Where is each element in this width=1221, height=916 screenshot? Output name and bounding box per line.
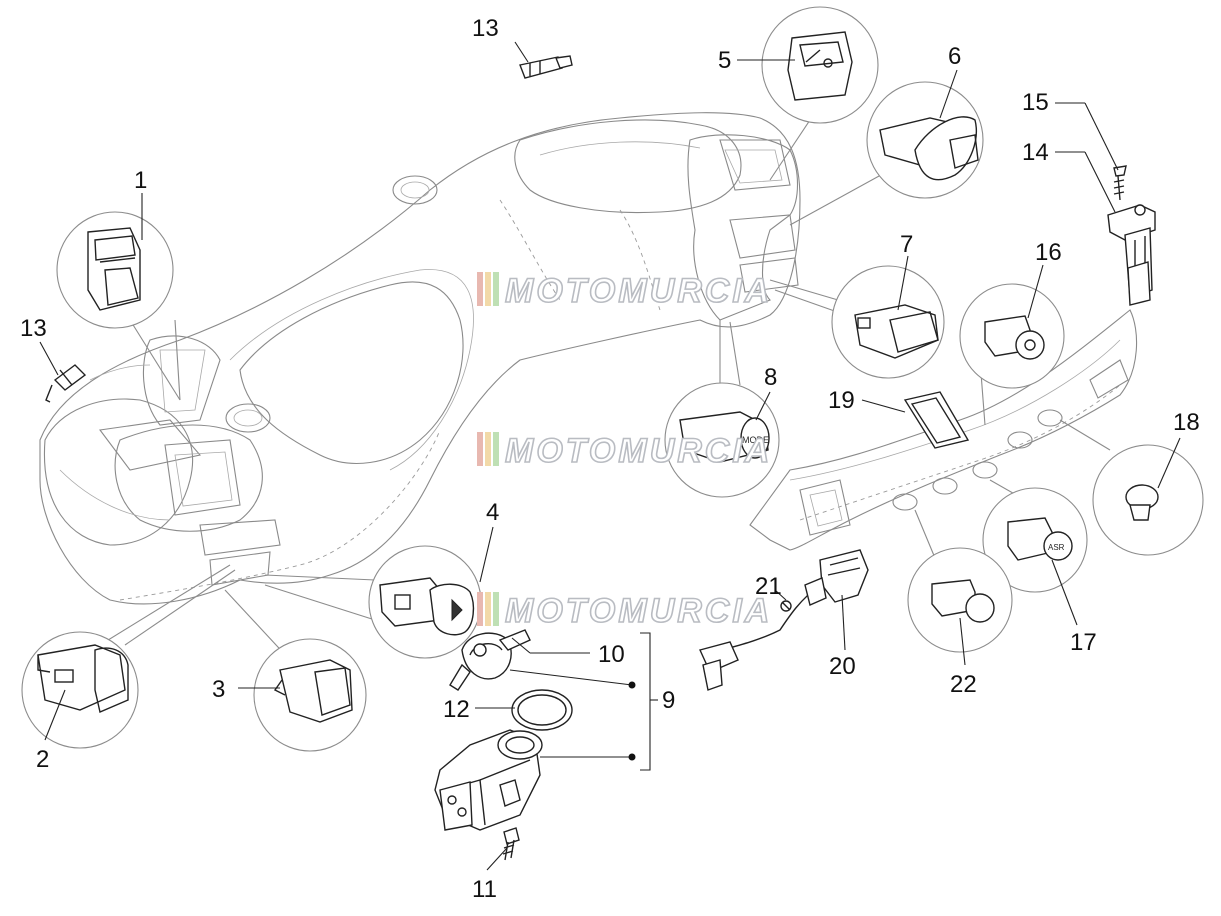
mode-marking: MODE xyxy=(742,435,769,445)
callout-3: 3 xyxy=(212,676,225,703)
screw-21 xyxy=(780,600,792,612)
inset-switch-6 xyxy=(866,81,984,199)
callout-20: 20 xyxy=(829,653,856,680)
callout-8: 8 xyxy=(764,364,777,391)
callout-21: 21 xyxy=(755,573,782,600)
bulb-13-top xyxy=(519,55,573,79)
callout-15: 15 xyxy=(1022,89,1049,116)
inset-switch-3 xyxy=(253,638,367,752)
handlebar-cover xyxy=(39,112,801,605)
bolt-11 xyxy=(502,827,520,861)
inset-switch-16 xyxy=(959,283,1065,389)
inset-switch-7 xyxy=(831,265,945,379)
callout-5: 5 xyxy=(718,47,731,74)
inset-switch-5 xyxy=(761,6,879,124)
callout-12: 12 xyxy=(443,696,470,723)
asr-marking: ASR xyxy=(1048,543,1065,552)
callout-6: 6 xyxy=(948,43,961,70)
callout-17: 17 xyxy=(1070,629,1097,656)
inset-switch-1 xyxy=(56,211,174,329)
callout-14: 14 xyxy=(1022,139,1049,166)
callout-16: 16 xyxy=(1035,239,1062,266)
inset-switch-2 xyxy=(21,631,139,749)
inset-switch-8: MODE xyxy=(664,382,780,498)
callout-1: 1 xyxy=(134,167,147,194)
watermark-3: MOTOMURCIA xyxy=(477,591,772,631)
callout-4: 4 xyxy=(486,499,499,526)
callout-7: 7 xyxy=(900,231,913,258)
ignition-lock xyxy=(434,729,543,831)
callout-2: 2 xyxy=(36,746,49,773)
inset-switch-18 xyxy=(1092,444,1204,556)
callout-numbers: 13 5 6 1 13 15 14 16 7 8 19 18 4 3 2 21 … xyxy=(20,15,1200,903)
callout-9: 9 xyxy=(662,687,675,714)
watermark-1: MOTOMURCIA xyxy=(477,271,772,311)
inset-switch-4 xyxy=(368,545,482,659)
callout-18: 18 xyxy=(1173,409,1200,436)
watermark-2: MOTOMURCIA xyxy=(477,431,772,471)
callout-leaders xyxy=(39,41,1181,871)
watermark-text-3: MOTOMURCIA xyxy=(505,592,772,630)
callout-13-top: 13 xyxy=(472,15,499,42)
callout-22: 22 xyxy=(950,671,977,698)
watermark-text-2: MOTOMURCIA xyxy=(505,432,772,470)
ring-12 xyxy=(511,689,573,731)
pad-19 xyxy=(903,391,970,449)
bulb-13-left xyxy=(45,364,87,403)
screw-15 xyxy=(1113,165,1127,201)
watermark-text-1: MOTOMURCIA xyxy=(505,272,772,310)
callout-11: 11 xyxy=(472,876,497,903)
callout-19: 19 xyxy=(828,387,855,414)
inset-switch-22 xyxy=(907,547,1013,653)
callout-10: 10 xyxy=(598,641,625,668)
sensor-20 xyxy=(699,549,869,691)
connector-14 xyxy=(1107,204,1156,306)
inset-switch-17: ASR xyxy=(982,487,1088,593)
callout-13-left: 13 xyxy=(20,315,47,342)
